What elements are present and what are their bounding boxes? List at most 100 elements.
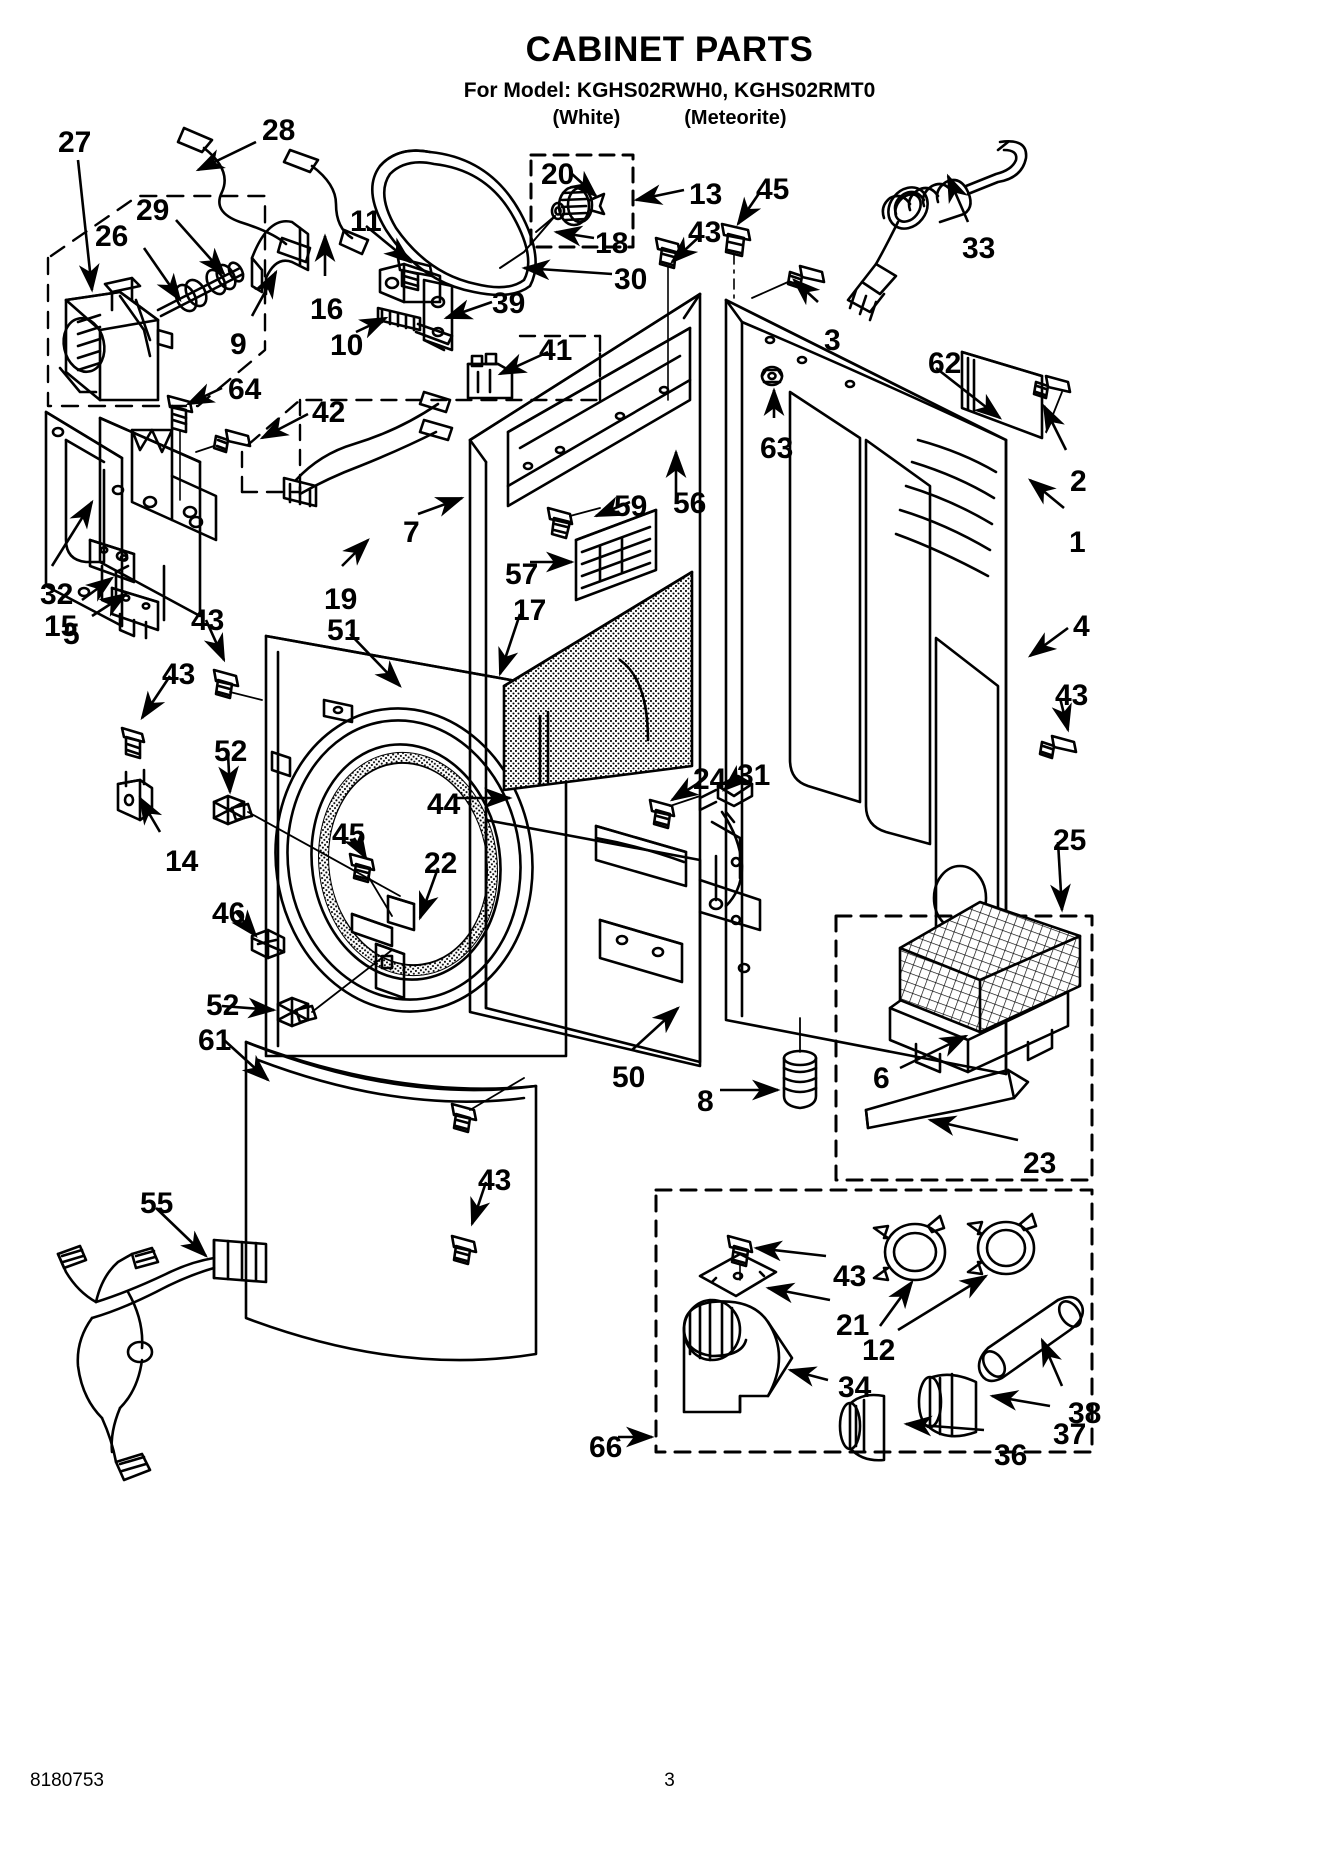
- callout-idler-pulley: 30: [614, 263, 648, 296]
- motor-wire-leads: [176, 126, 370, 264]
- door-catch: [250, 928, 286, 960]
- callout-hex-head-screw: 43: [191, 604, 225, 637]
- lint-screen-handle-rod: [864, 1068, 1030, 1130]
- callout-thermal-fuse-assembly: 41: [539, 334, 573, 367]
- callout-lint-screen: 6: [873, 1062, 890, 1095]
- idler-leader: [499, 215, 556, 269]
- door-hinge-bracket: [350, 894, 416, 1000]
- exhaust-elbow: [682, 1298, 794, 1414]
- callout-main-wire-harness: 55: [140, 1187, 174, 1220]
- callout-hex-head-screw: 43: [688, 216, 722, 249]
- bulkhead-screw-59: [546, 506, 601, 540]
- variant-meteorite-label: (Meteorite): [684, 107, 787, 129]
- callout-motor-bracket-bolt: 64: [228, 373, 262, 406]
- callout-motor-bracket-screw: 42: [312, 396, 346, 429]
- cabinet-top-screw-3: [751, 264, 826, 299]
- callout-blower-housing-clip: 24: [693, 763, 727, 796]
- bulkhead-base: [484, 810, 762, 1064]
- callout-duct-coupling: 37: [1053, 1418, 1087, 1451]
- callout-wire-lead: 16: [310, 293, 344, 326]
- lint-screen-kit-boundary: [834, 914, 1094, 1182]
- power-cord: [846, 140, 1028, 322]
- callout-terminal-block: 15: [44, 610, 78, 643]
- variant-white-label: (White): [552, 107, 621, 129]
- callout-cabinet-rear-panel: 1: [1069, 526, 1086, 559]
- callout-ground-wire-terminal: 5: [63, 618, 80, 651]
- callout-idler-pulley-washer: 18: [595, 227, 629, 260]
- door-bumper-lower: [276, 996, 318, 1028]
- callout-motor-blower-wheel: 26: [95, 220, 129, 253]
- callout-rear-panel-screw: 2: [1070, 465, 1087, 498]
- callout-hex-head-screw: 43: [478, 1164, 512, 1197]
- callout-venting-kit-boundary: 66: [589, 1431, 623, 1464]
- callout-front-bulkhead-support: 56: [673, 487, 707, 520]
- callout-idler-spring: 10: [330, 329, 364, 362]
- callout-wire-harness-lead: 28: [262, 114, 296, 147]
- drive-motor: [58, 276, 174, 402]
- callout-exhaust-vent-tube: 38: [1068, 1397, 1102, 1430]
- exhaust-cover-plate: [698, 1234, 778, 1298]
- motor-clamp: [250, 219, 310, 296]
- callout-hex-washer-screw: 59: [614, 490, 648, 523]
- callout-door-strike-bumper: 52: [206, 989, 240, 1022]
- exhaust-vent-tube: [977, 1295, 1085, 1383]
- cabinet-screw-right: [1038, 734, 1078, 760]
- blower-nut-b: [966, 1212, 1038, 1276]
- callout-lint-screen-handle-rod: 23: [1023, 1147, 1057, 1180]
- main-wire-harness: [56, 1238, 268, 1482]
- callout-idler-pulley-bracket: 39: [492, 287, 526, 320]
- callout-idler-pulley-kit-boundary: 13: [689, 178, 723, 211]
- callout-hex-head-screw: 43: [1055, 679, 1089, 712]
- callout-door-seal-ring: 44: [427, 788, 461, 821]
- idler-pulley-kit-boundary: [529, 153, 635, 249]
- callout-cabinet-top-screw: 3: [824, 324, 841, 357]
- callout-hex-head-bolt: 45: [756, 173, 790, 206]
- fuse-wire-harness: [282, 390, 454, 508]
- door-bumper-upper: [212, 794, 254, 826]
- motor-group-boundary: [46, 194, 267, 408]
- lower-panel-screw-b: [450, 1234, 478, 1266]
- callout-lower-front-access-panel: 61: [198, 1024, 232, 1057]
- duct-clamp: [838, 1393, 886, 1462]
- callout-rear-access-panel: 62: [928, 347, 962, 380]
- callout-front-bulkhead-panel: 7: [403, 516, 420, 549]
- cabinet-top-bolt-45: [720, 222, 752, 301]
- callout-cabinet-base: 50: [612, 1061, 646, 1094]
- callout-front-panel: 19: [324, 583, 358, 616]
- callout-front-seal-felt: 17: [513, 594, 547, 627]
- callout-leveling-leg: 8: [697, 1085, 714, 1118]
- callout-door-catch: 46: [212, 897, 246, 930]
- callout-wire-clip: 14: [165, 845, 199, 878]
- callout-hex-head-screw: 43: [833, 1260, 867, 1293]
- page-title: CABINET PARTS: [525, 30, 814, 69]
- motor-bracket-screw: [195, 428, 252, 454]
- callout-duct-clamp: 36: [994, 1439, 1028, 1472]
- screw-left-mid: [212, 668, 263, 701]
- callout-motor-assembly-group-boundary: 27: [58, 126, 92, 159]
- front-seal-felt: [502, 570, 694, 792]
- callout-warning-label: 57: [505, 558, 539, 591]
- blower-clip-24: [648, 795, 701, 830]
- callout-lint-duct-seal: 31: [737, 759, 771, 792]
- lint-screen: [888, 900, 1082, 1074]
- ground-terminal: [110, 586, 160, 640]
- callout-hex-head-bolt: 45: [332, 818, 366, 851]
- door-seal-ring: [317, 751, 499, 977]
- wire-clip: [116, 768, 154, 822]
- blower-nut-a: [872, 1214, 947, 1282]
- callout-cabinet-push-nut: 63: [760, 432, 794, 465]
- footer-part-number: 8180753: [30, 1770, 104, 1791]
- callout-door-strike-bumper: 52: [214, 735, 248, 768]
- leveling-leg: [782, 1017, 818, 1110]
- drive-belt: [370, 149, 537, 297]
- motor-bracket-bolt: [166, 394, 194, 501]
- callout-drive-belt: 11: [350, 205, 382, 238]
- duct-coupling: [917, 1372, 978, 1438]
- callout-hex-head-screw: 43: [162, 658, 196, 691]
- callout-power-cord: 33: [962, 232, 996, 265]
- thermal-fuse-switch: [466, 352, 514, 400]
- warning-label: [574, 508, 658, 602]
- callout-exhaust-duct-cover-plate: 21: [836, 1309, 870, 1342]
- document-header: CABINET PARTS For Model: KGHS02RWH0, KGH…: [0, 0, 1339, 130]
- callout-motor-pulley-washer: 29: [136, 194, 170, 227]
